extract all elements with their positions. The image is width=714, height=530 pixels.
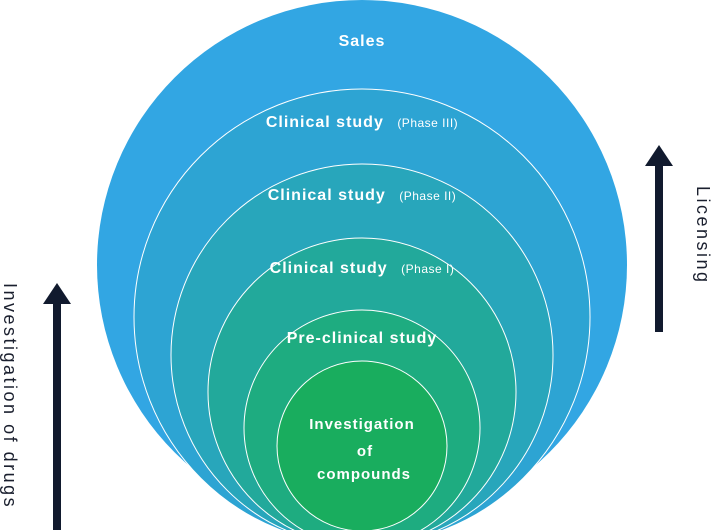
left-arrow-head-icon: [43, 283, 71, 304]
phase-ii-sub: (Phase II): [399, 189, 456, 203]
left-arrow-group: [43, 283, 71, 530]
core-label-line2: of: [357, 443, 373, 460]
left-arrow-label: Investigation of drugs: [0, 283, 20, 509]
phase-iii-main: Clinical study: [266, 114, 384, 131]
compounds-circle: [276, 360, 448, 530]
sales-label: Sales: [339, 33, 386, 50]
phase-i-main: Clinical study: [270, 260, 388, 277]
core-label-line1: Investigation: [309, 416, 415, 433]
phase-i-label: Clinical study (Phase I): [270, 260, 455, 277]
phase-iii-label: Clinical study (Phase III): [266, 114, 458, 131]
phase-ii-main: Clinical study: [268, 187, 386, 204]
right-arrow-group: [645, 145, 673, 332]
phase-ii-label: Clinical study (Phase II): [268, 187, 457, 204]
pre-clinical-label: Pre-clinical study: [287, 330, 438, 347]
phase-i-sub: (Phase I): [401, 262, 454, 276]
left-arrow-shaft: [53, 300, 61, 530]
right-arrow-head-icon: [645, 145, 673, 166]
right-arrow-label: Licensing: [693, 186, 713, 285]
phase-iii-sub: (Phase III): [397, 116, 458, 130]
core-label-line3: compounds: [317, 466, 411, 483]
right-arrow-shaft: [655, 162, 663, 332]
